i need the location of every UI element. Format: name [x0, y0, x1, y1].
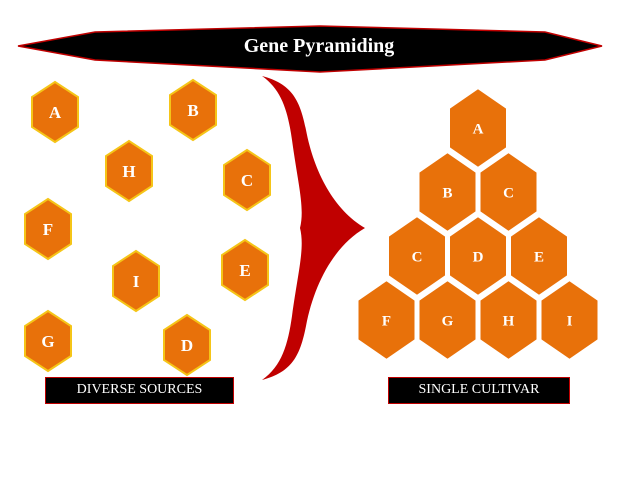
- title-banner: [17, 25, 603, 73]
- merge-arrow: [262, 76, 365, 380]
- hexagon-shape: [417, 278, 478, 362]
- gene-letter: B: [187, 101, 198, 120]
- hexagon-shape: [387, 214, 447, 298]
- gene-letter: E: [534, 249, 544, 265]
- hexagon-shape: [417, 150, 478, 234]
- gene-letter: G: [41, 332, 54, 351]
- source-gene-hex-d: D: [163, 313, 211, 377]
- gene-letter: F: [382, 313, 391, 329]
- pyramid-gene-hex-r1-b: B: [417, 150, 478, 234]
- diagram-title: Gene Pyramiding: [243, 35, 395, 57]
- hexagon-shape: [163, 313, 211, 377]
- pyramid-gene-hex-r2-d: D: [448, 214, 508, 298]
- hexagon-shape: [221, 238, 269, 302]
- gene-letter: H: [122, 162, 135, 181]
- source-gene-hex-i: I: [112, 249, 160, 313]
- hexagon-shape: [24, 197, 72, 261]
- single-cultivar-pyramid: A B C C D E F G H I: [356, 86, 600, 362]
- source-gene-hex-e: E: [221, 238, 269, 302]
- hexagon-shape: [448, 86, 508, 170]
- diverse-sources-group: A B H C F I E G D: [24, 78, 271, 377]
- hexagon-shape: [448, 214, 508, 298]
- hexagon-shape: [169, 78, 217, 142]
- hexagon-shape: [478, 278, 539, 362]
- gene-letter: D: [473, 249, 484, 265]
- gene-letter: E: [239, 261, 250, 280]
- hexagon-shape: [223, 148, 271, 212]
- hexagon-shape: [105, 139, 153, 203]
- hexagon-shape: [478, 150, 539, 234]
- single-cultivar-label: SINGLE CULTIVAR: [388, 377, 570, 404]
- pyramid-gene-hex-r3-g: G: [417, 278, 478, 362]
- gene-letter: D: [181, 336, 193, 355]
- gene-letter: I: [567, 313, 573, 329]
- source-gene-hex-c: C: [223, 148, 271, 212]
- pyramid-gene-hex-r1-c: C: [478, 150, 539, 234]
- source-gene-hex-g: G: [24, 309, 72, 373]
- hexagon-shape: [509, 214, 569, 298]
- hexagon-shape: [31, 80, 79, 144]
- gene-letter: C: [503, 185, 514, 201]
- pyramid-gene-hex-r0-a: A: [448, 86, 508, 170]
- diverse-sources-label: DIVERSE SOURCES: [45, 377, 234, 404]
- hexagon-shape: [112, 249, 160, 313]
- pyramid-gene-hex-r3-h: H: [478, 278, 539, 362]
- source-gene-hex-h: H: [105, 139, 153, 203]
- source-gene-hex-a: A: [31, 80, 79, 144]
- hexagon-shape: [539, 278, 600, 362]
- hexagon-shape: [24, 309, 72, 373]
- gene-letter: I: [133, 272, 140, 291]
- pyramid-gene-hex-r3-f: F: [356, 278, 417, 362]
- pyramid-gene-hex-r2-c: C: [387, 214, 447, 298]
- pyramid-gene-hex-r2-e: E: [509, 214, 569, 298]
- gene-letter: A: [49, 103, 62, 122]
- gene-letter: F: [43, 220, 53, 239]
- gene-letter: B: [442, 185, 452, 201]
- gene-letter: G: [442, 313, 454, 329]
- pyramid-gene-hex-r3-i: I: [539, 278, 600, 362]
- hexagon-shape: [356, 278, 417, 362]
- source-gene-hex-f: F: [24, 197, 72, 261]
- gene-letter: A: [473, 121, 484, 137]
- gene-letter: C: [241, 171, 253, 190]
- gene-letter: C: [412, 249, 423, 265]
- source-gene-hex-b: B: [169, 78, 217, 142]
- gene-letter: H: [503, 313, 515, 329]
